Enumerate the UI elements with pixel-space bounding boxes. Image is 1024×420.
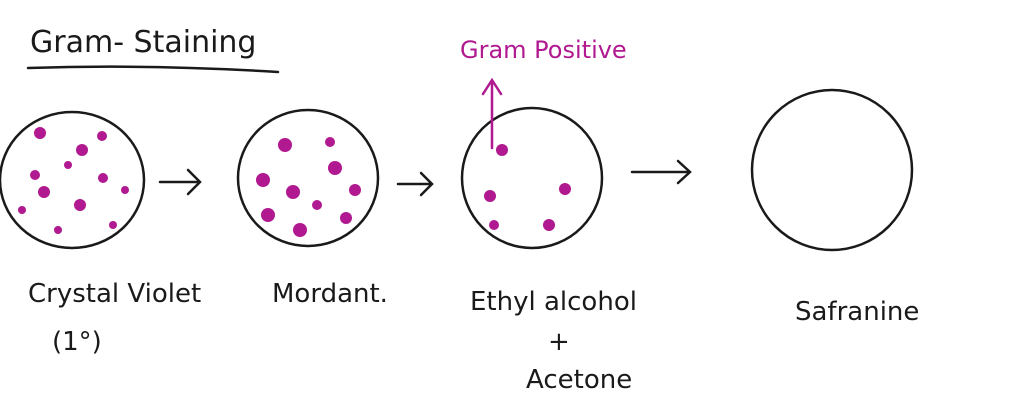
stain-dot [74,199,86,211]
label-mordant: Mordant. [272,279,388,309]
arrow-2 [396,171,434,197]
stain-dot [328,161,342,175]
stain-dot [496,144,508,156]
label-acetone: Acetone [526,365,632,395]
stain-dot [278,138,292,152]
arrow-3 [630,159,692,185]
stain-dot [340,212,352,224]
stain-dots-mordant [256,137,361,237]
stain-dot [64,161,72,169]
stain-dot [543,219,555,231]
stain-dot [97,131,107,141]
stain-dot [256,173,270,187]
cell-safranine [750,88,914,252]
stain-dot [98,173,108,183]
stain-dot [286,185,300,199]
diagram-title: Gram- Staining [30,25,256,60]
title-underline [26,65,280,74]
stain-dot [34,127,46,139]
stain-dot [349,184,361,196]
stain-dot [261,208,275,222]
stain-dot [293,223,307,237]
gram-positive-pointer [481,77,503,150]
stain-dots-crystal-violet [18,127,129,234]
cell-decolorizer [460,106,604,250]
stain-dot [121,186,129,194]
label-crystal-violet: Crystal Violet [28,279,201,309]
stain-dot [30,170,40,180]
stain-dot [484,190,496,202]
stain-dot [38,186,50,198]
stain-dot [559,183,571,195]
label-ethyl-alcohol: Ethyl alcohol [470,287,637,317]
label-safranine: Safranine [795,297,919,327]
stain-dot [76,144,88,156]
stain-dot [312,200,322,210]
stain-dot [489,220,499,230]
stain-dot [54,226,62,234]
cell-crystal-violet [0,110,146,250]
stain-dot [18,206,26,214]
label-crystal-violet-sub: (1°) [52,327,102,357]
stain-dots-decolorizer [484,144,571,231]
arrow-1 [158,168,202,196]
stain-dot [325,137,335,147]
stain-dot [109,221,117,229]
label-plus: + [548,327,570,357]
cell-mordant [236,108,380,248]
gram-positive-label: Gram Positive [460,36,627,64]
